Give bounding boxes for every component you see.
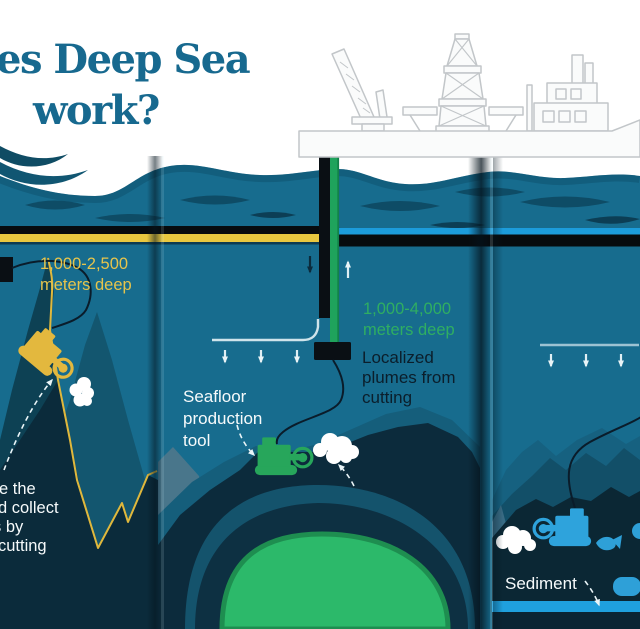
ship-wing-right bbox=[488, 106, 524, 116]
panel-seam-right bbox=[468, 156, 492, 629]
depth-label-sulfides-line2: meters deep bbox=[363, 321, 455, 339]
crusts-caption-line3: s by bbox=[0, 518, 24, 536]
riser-system bbox=[212, 155, 351, 445]
panel-sulfides bbox=[158, 350, 480, 629]
support-box bbox=[0, 257, 13, 282]
ship-window bbox=[555, 88, 567, 100]
tool-label-line3: tool bbox=[183, 431, 211, 450]
ship-hull bbox=[298, 119, 640, 158]
panel-nodules bbox=[492, 343, 640, 629]
ore-deposit-green bbox=[219, 531, 451, 629]
ship-window bbox=[570, 88, 582, 100]
fish-icon bbox=[596, 536, 616, 551]
plume-label-line2: plumes from bbox=[362, 368, 456, 387]
ship-crane bbox=[331, 48, 393, 132]
crusts-caption-line1: e the bbox=[0, 480, 36, 498]
crust-ridge-outline bbox=[47, 257, 158, 549]
wave-crests bbox=[0, 146, 88, 185]
depth-band-shadow bbox=[0, 242, 330, 245]
dashed-arrow-plume bbox=[337, 463, 355, 487]
panel-crusts bbox=[0, 257, 158, 629]
dashed-arrow-cutting bbox=[3, 378, 53, 471]
below-sediment bbox=[492, 612, 640, 629]
fish-tail bbox=[612, 535, 622, 549]
ship-window bbox=[574, 110, 587, 123]
depth-band-yellow bbox=[0, 234, 330, 242]
ship-superstructure bbox=[526, 54, 609, 132]
depth-label-sulfides-line1: 1,000-4,000 bbox=[363, 300, 452, 318]
drillship-illustration bbox=[298, 33, 640, 158]
crusts-caption-line2: d collect bbox=[0, 499, 59, 517]
settling-arrows-mid bbox=[222, 350, 300, 364]
panel-seams bbox=[147, 156, 503, 629]
umbilical-cable-right bbox=[567, 416, 640, 509]
umbilical-cable-mid bbox=[275, 359, 345, 445]
crusts-caption-line4: cutting bbox=[0, 537, 47, 555]
headline-line2: work? bbox=[33, 87, 160, 134]
depth-label-crusts-line2: meters deep bbox=[40, 276, 132, 294]
panel-seam-left bbox=[147, 156, 163, 629]
umbilical-cable-left bbox=[11, 259, 92, 329]
riser-pipe-green-edge bbox=[337, 155, 340, 347]
seafloor-dark-right bbox=[492, 487, 640, 629]
depth-label-crusts-line1: 1,000-2,500 bbox=[40, 255, 129, 273]
tool-label-line2: production bbox=[183, 409, 263, 428]
plume-cloud-mid bbox=[313, 433, 359, 464]
suction-level-line bbox=[212, 319, 320, 342]
seafloor-dark-left bbox=[0, 380, 158, 629]
dashed-arrow-sediment bbox=[584, 580, 600, 607]
riser-pipe-black bbox=[319, 155, 330, 318]
riser-pipe-green bbox=[330, 155, 339, 347]
plume-label-line1: Localized bbox=[362, 348, 434, 367]
subsea-pump bbox=[314, 342, 351, 360]
ship-window bbox=[558, 110, 571, 123]
settling-arrows-right bbox=[540, 343, 639, 368]
dashed-arrow-tool bbox=[236, 424, 256, 457]
tool-label-line1: Seafloor bbox=[183, 387, 247, 406]
sediment-label: Sediment bbox=[505, 574, 577, 593]
nodule-patches bbox=[596, 523, 640, 596]
ship-window bbox=[542, 110, 555, 123]
sediment-band bbox=[492, 601, 640, 612]
ship-wing-left bbox=[402, 106, 438, 116]
plume-label-line3: cutting bbox=[362, 388, 413, 407]
headline-line1: es Deep Sea bbox=[0, 36, 251, 83]
depth-band-black-left bbox=[0, 226, 330, 234]
plume-cloud-left bbox=[69, 377, 94, 407]
ship-derrick bbox=[402, 33, 524, 134]
